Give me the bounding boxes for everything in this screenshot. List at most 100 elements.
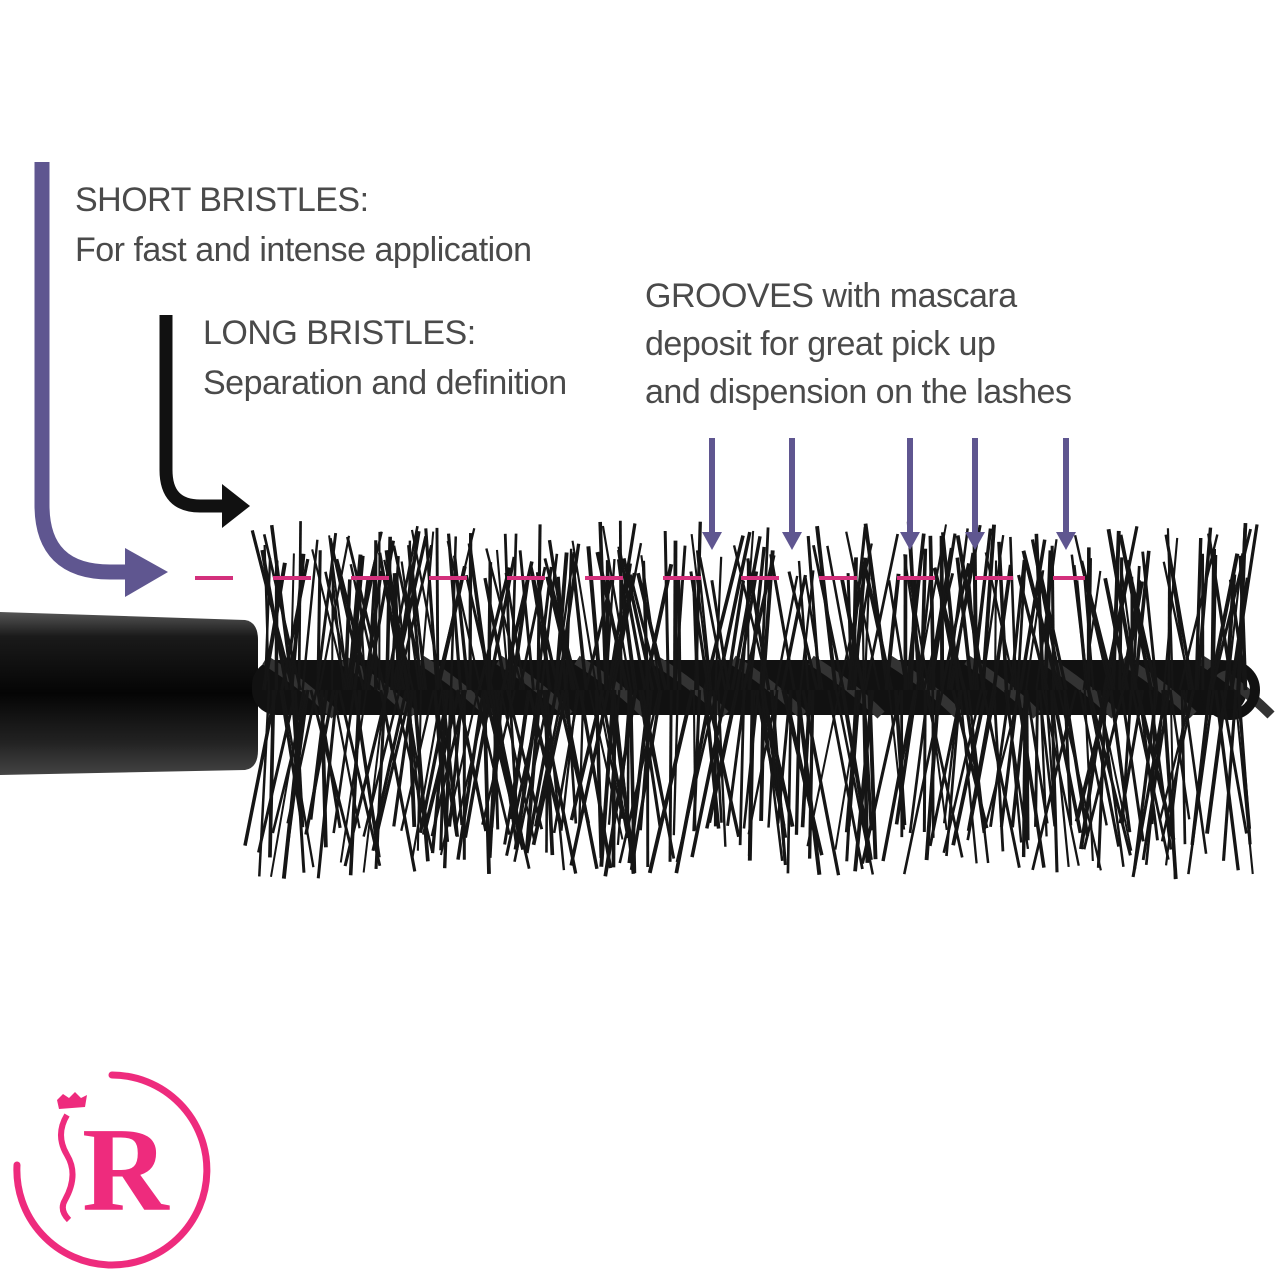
bristle [690, 533, 712, 691]
bristle [981, 689, 1021, 869]
bristle [922, 689, 927, 833]
bristle [1182, 689, 1208, 854]
bristle [689, 571, 710, 691]
bristle [760, 689, 784, 862]
bristle [332, 689, 356, 834]
bristle [442, 689, 453, 869]
bristle [663, 530, 670, 691]
bristle [293, 689, 305, 828]
bristle [536, 689, 578, 874]
bristle [853, 689, 875, 872]
bristle [318, 535, 351, 691]
bristle [747, 546, 766, 691]
groove-arrow-icon [702, 438, 722, 550]
bristle [806, 535, 822, 691]
bristle [383, 559, 414, 691]
bristle [1106, 528, 1139, 691]
bristle [840, 578, 866, 691]
bristle [529, 565, 560, 691]
bristle [1195, 527, 1213, 691]
bristle [1043, 550, 1053, 691]
bristle [1221, 689, 1238, 861]
bristle [1169, 689, 1191, 820]
bristle [1214, 689, 1240, 871]
bristle [1180, 689, 1187, 845]
bristle [513, 689, 542, 850]
bristle [1111, 530, 1121, 691]
bristle [599, 689, 616, 867]
bristle [508, 689, 520, 836]
bristle [1081, 569, 1115, 691]
bristle [1210, 528, 1253, 691]
bristle [482, 689, 525, 850]
bristle [647, 689, 695, 874]
bristle [695, 550, 713, 691]
bristle [884, 573, 901, 691]
bristle [316, 689, 339, 879]
short-bristles-desc: For fast and intense application [75, 231, 532, 269]
bristle [967, 689, 990, 864]
bristle [1086, 689, 1121, 847]
bristle [845, 689, 858, 862]
bristle [1190, 689, 1212, 846]
bristle [955, 557, 974, 691]
bristle [932, 567, 967, 691]
bristle [1024, 570, 1045, 691]
bristle [797, 560, 810, 691]
bristle [536, 524, 542, 691]
bristle [1005, 689, 1023, 843]
bristle [1159, 689, 1195, 820]
bristle [1074, 689, 1111, 822]
bristle [760, 550, 775, 691]
groove-arrow-icon [900, 438, 920, 550]
bristle [258, 689, 271, 877]
bristle [860, 689, 903, 864]
bristle [578, 689, 613, 869]
bristle [243, 689, 278, 846]
bristle [1010, 689, 1029, 828]
bristle [712, 689, 723, 823]
bristle [710, 580, 731, 691]
bristle [595, 551, 630, 691]
bristle [586, 546, 603, 691]
bristle [379, 689, 417, 872]
bristle [863, 533, 900, 691]
short-bristles-title: SHORT BRISTLES: [75, 181, 369, 219]
bristle [1164, 534, 1195, 691]
bristle [917, 568, 933, 691]
bristle [617, 546, 647, 691]
bristle [1236, 689, 1252, 845]
bristle [477, 567, 511, 691]
bristle [424, 528, 439, 691]
bristle [339, 689, 368, 863]
bristle [940, 532, 961, 691]
bristle [455, 689, 488, 832]
bristle [769, 689, 786, 861]
bristle [1087, 689, 1132, 856]
bristle [487, 562, 493, 691]
bristle [931, 689, 935, 838]
bristle [490, 689, 504, 828]
bristle [280, 558, 310, 691]
bristle [377, 552, 406, 691]
bristle [450, 689, 464, 826]
bristle [552, 689, 581, 834]
short-bristles-arrow-icon [34, 162, 168, 597]
bristle [446, 540, 482, 691]
bristle [601, 525, 632, 691]
bristle [400, 561, 421, 691]
bristle [636, 572, 668, 691]
bristle [629, 689, 663, 871]
bristle [1164, 689, 1189, 866]
bristle [894, 689, 918, 825]
bristle [611, 689, 617, 868]
bristle [676, 576, 682, 691]
bristle [942, 689, 983, 854]
bristle [1169, 689, 1176, 880]
bristle [1205, 689, 1228, 834]
bristle [1141, 551, 1159, 691]
bristle [1037, 689, 1056, 827]
bristle [738, 689, 746, 846]
bristle [1194, 537, 1203, 691]
